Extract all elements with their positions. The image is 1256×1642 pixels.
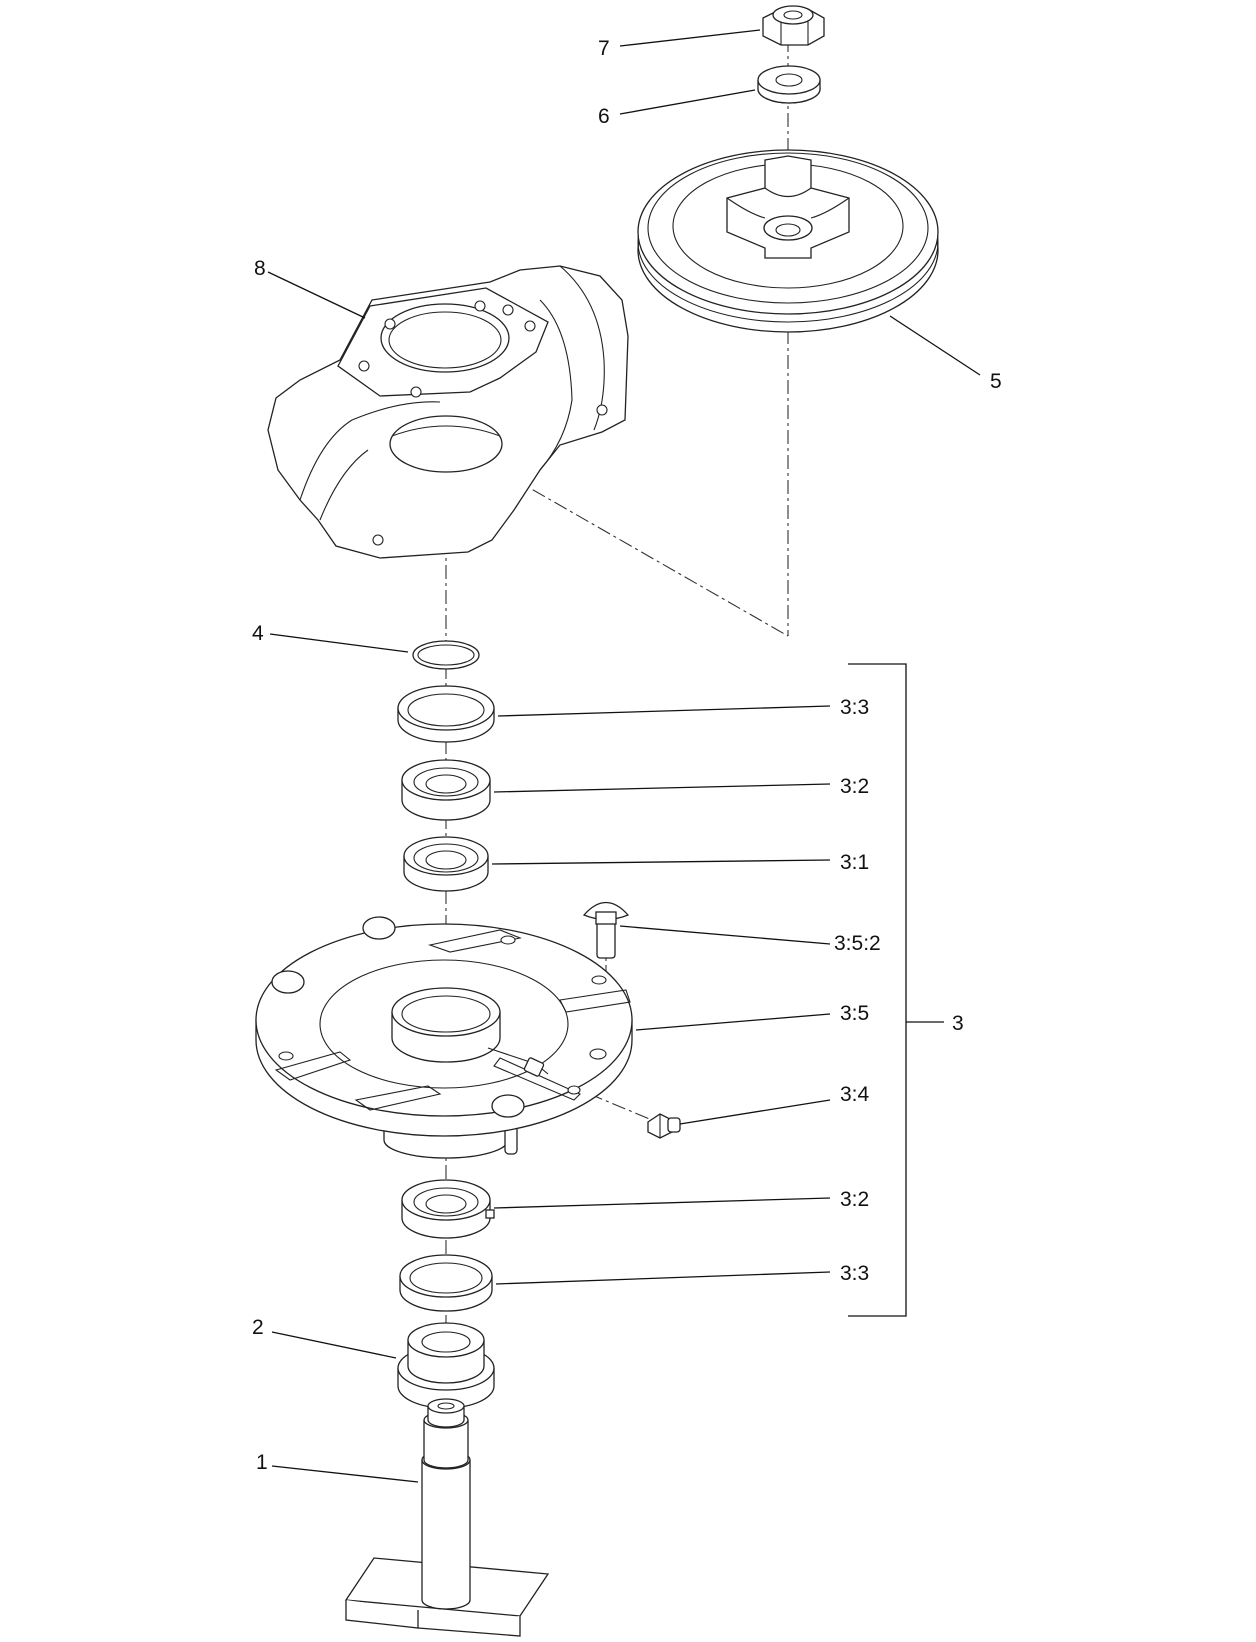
o-ring-part xyxy=(412,640,480,670)
callout-2: 2 xyxy=(252,1316,264,1339)
lock-nut-part xyxy=(762,5,825,46)
callout-3-4: 3:4 xyxy=(840,1083,870,1106)
callout-3-5: 3:5 xyxy=(840,1002,869,1025)
bearing-part xyxy=(403,836,489,892)
callout-3-1: 3:1 xyxy=(840,851,869,874)
callout-4: 4 xyxy=(252,622,264,645)
spacer-part xyxy=(397,1322,495,1409)
flat-washer-part xyxy=(757,65,821,104)
callout-3-2-upper: 3:2 xyxy=(840,775,869,798)
callout-1: 1 xyxy=(256,1451,268,1474)
bearing-lower-part xyxy=(401,1179,495,1239)
callout-6: 6 xyxy=(598,105,610,128)
leader-lines xyxy=(267,29,981,1483)
callout-8: 8 xyxy=(254,257,266,280)
grease-fitting-part xyxy=(647,1113,681,1139)
callout-3-5-2: 3:5:2 xyxy=(834,932,881,955)
seal-upper-part xyxy=(397,685,495,743)
callout-5: 5 xyxy=(990,370,1002,393)
callout-3-3-lower: 3:3 xyxy=(840,1262,869,1285)
idler-arm-part xyxy=(267,265,629,559)
callout-7: 7 xyxy=(598,37,610,60)
bearing-upper-part xyxy=(401,759,491,821)
callout-labels: 7 6 8 5 4 3:3 3:2 3:1 3:5:2 3:5 3 3:4 3:… xyxy=(252,37,1002,1474)
callout-3: 3 xyxy=(952,1012,964,1035)
pulley-part xyxy=(637,149,939,333)
carriage-bolt-part xyxy=(582,901,630,959)
seal-lower-part xyxy=(399,1254,493,1312)
callout-3-3-upper: 3:3 xyxy=(840,696,869,719)
callout-3-2-lower: 3:2 xyxy=(840,1188,869,1211)
spindle-housing-part xyxy=(255,916,633,1159)
spindle-shaft-part xyxy=(344,1398,550,1637)
